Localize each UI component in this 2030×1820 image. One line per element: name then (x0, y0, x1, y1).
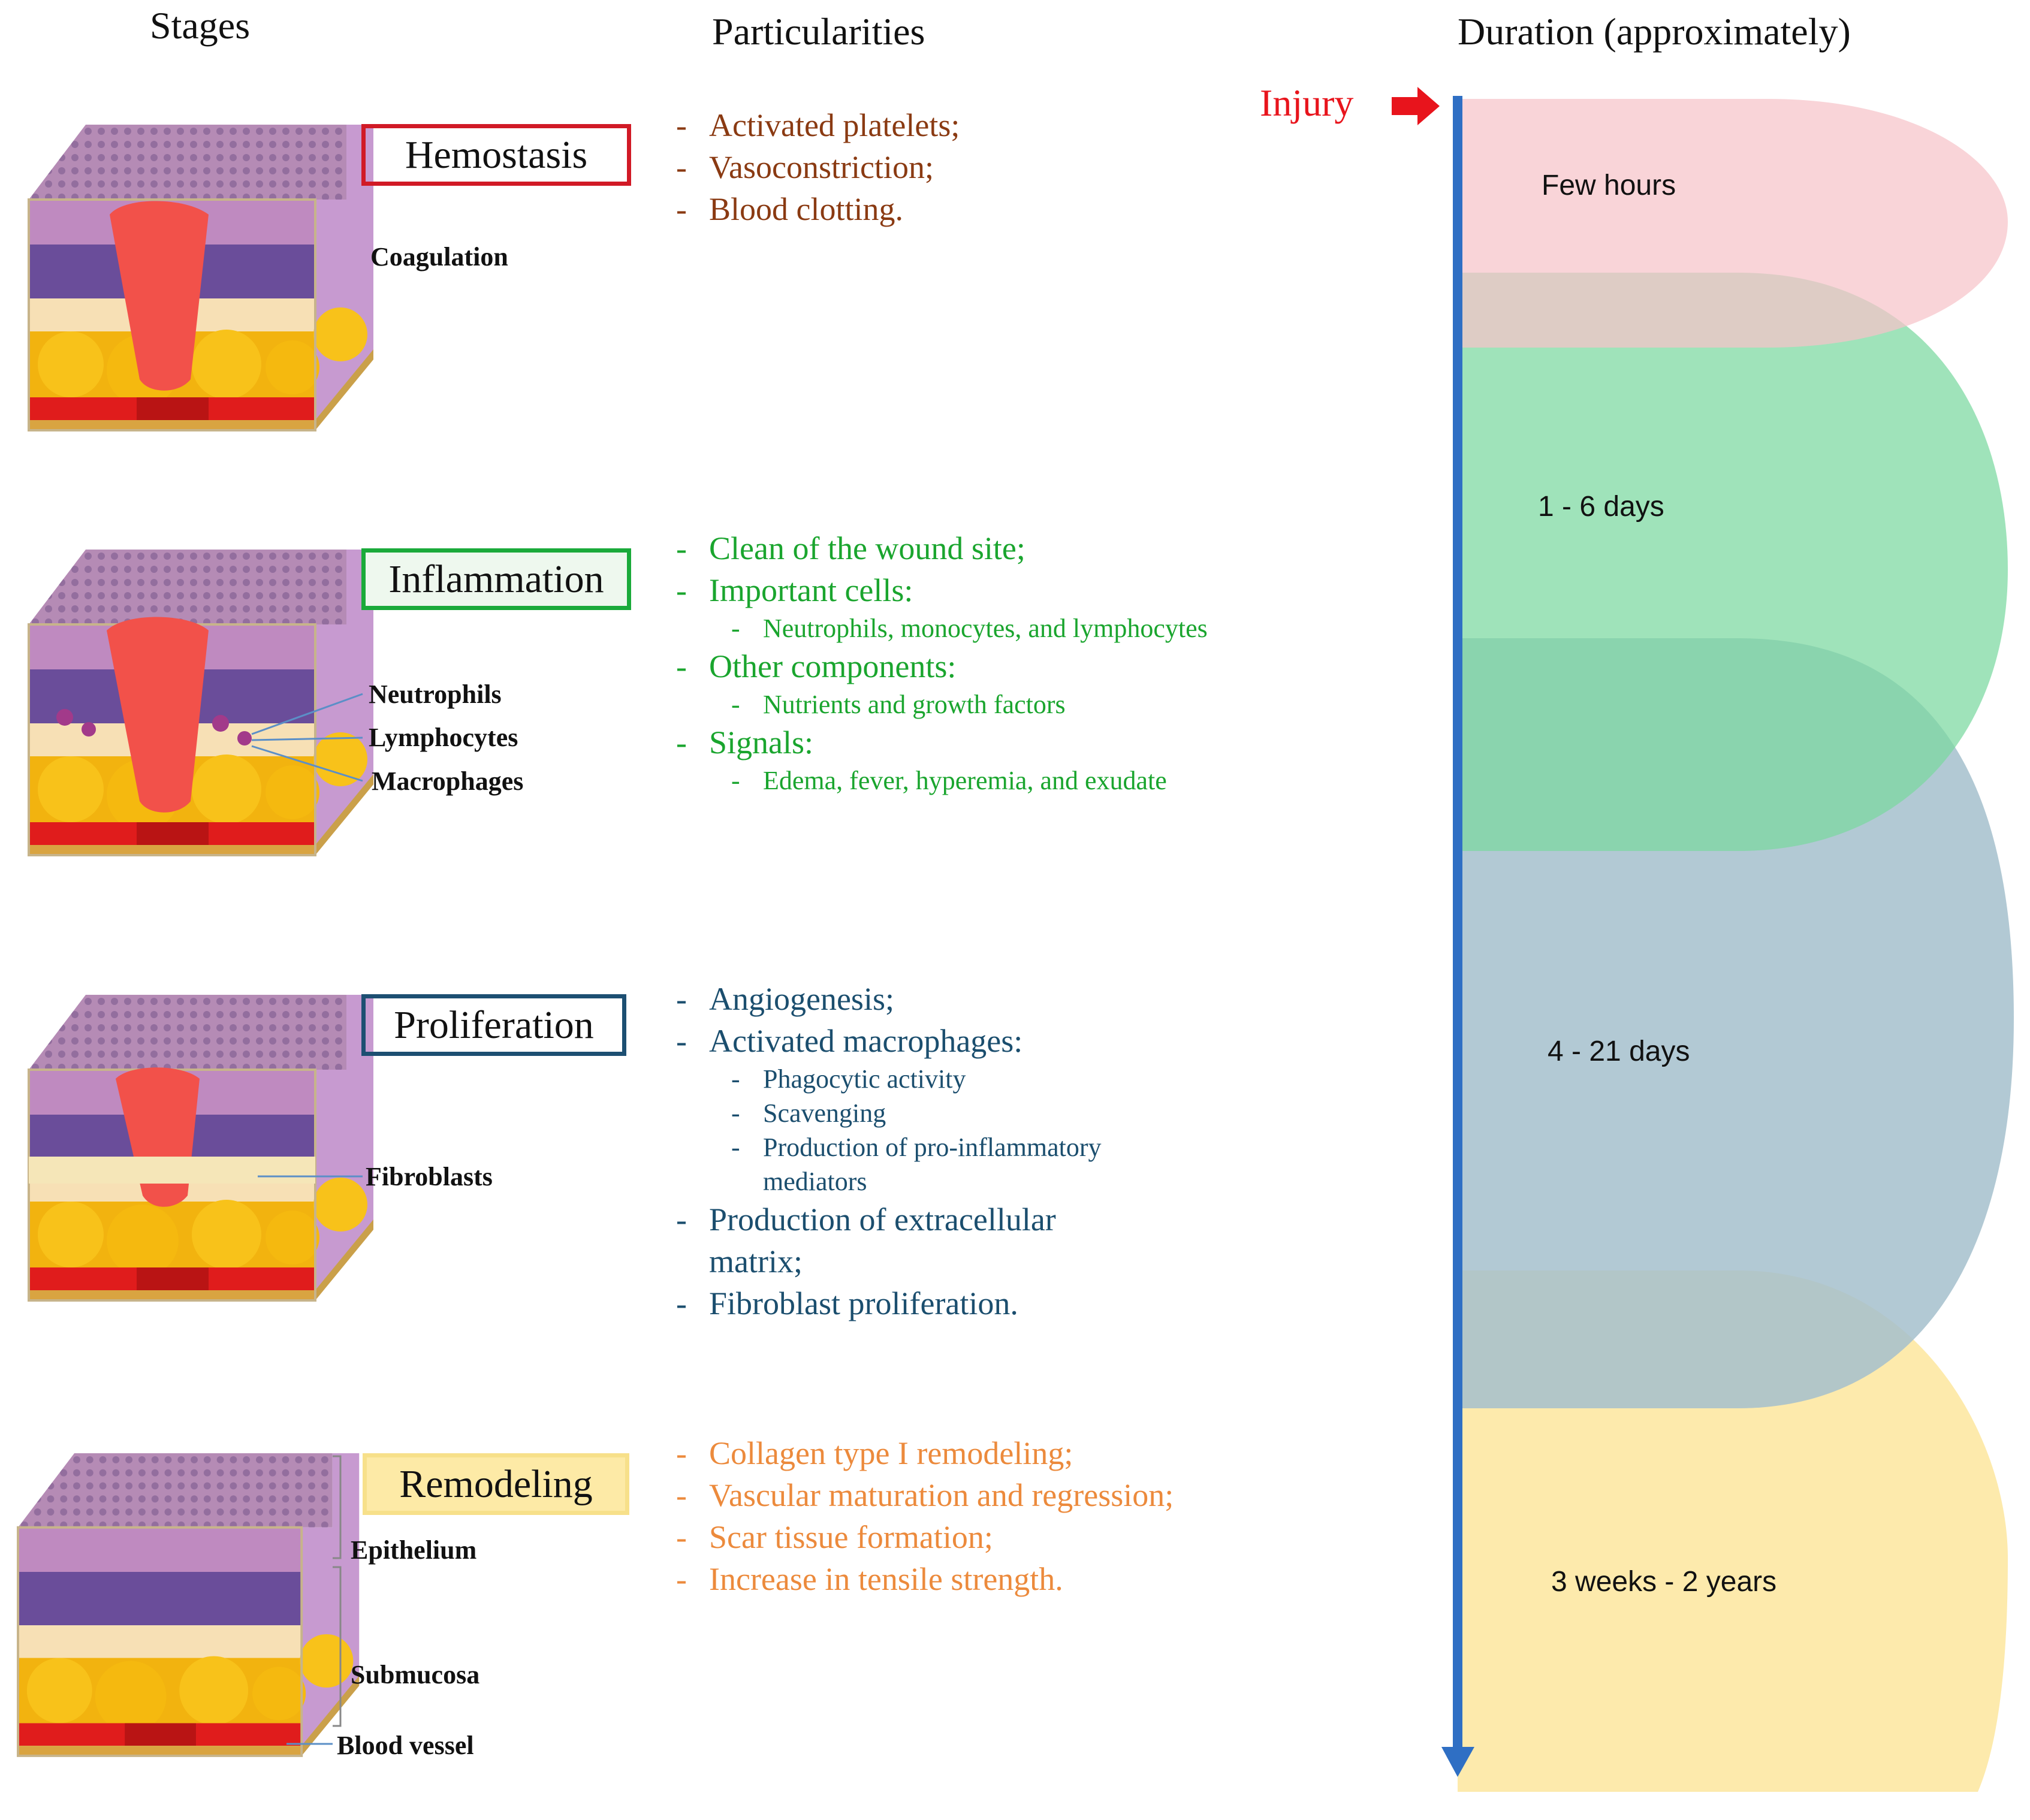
inflammation-particularities: Clean of the wound site; Important cells… (676, 527, 1208, 798)
duration-hemostasis: Few hours (1542, 170, 1676, 201)
stage-title-proliferation: Proliferation (361, 994, 626, 1056)
duration-remodeling: 3 weeks - 2 years (1551, 1566, 1777, 1598)
duration-header: Duration (approximately) (1458, 10, 1851, 53)
list-item: Vascular maturation and regression; (676, 1474, 1174, 1516)
list-item: Signals: (676, 722, 1208, 763)
list-item: Fibroblast proliferation. (676, 1282, 1102, 1324)
list-item: Activated platelets; (676, 104, 960, 146)
list-item: Increase in tensile strength. (676, 1558, 1174, 1600)
label-submucosa: Submucosa (351, 1660, 480, 1689)
list-item: Production of extracellular (676, 1199, 1102, 1241)
duration-inflammation: 1 - 6 days (1538, 491, 1664, 523)
particularities-header: Particularities (712, 10, 925, 53)
list-item: Scavenging (676, 1096, 1102, 1130)
label-neutrophils: Neutrophils (369, 680, 502, 709)
list-item: Scar tissue formation; (676, 1516, 1174, 1558)
list-item: Other components: (676, 645, 1208, 687)
list-item: Edema, fever, hyperemia, and exudate (676, 763, 1208, 798)
remodeling-particularities: Collagen type I remodeling; Vascular mat… (676, 1432, 1174, 1600)
hemostasis-particularities: Activated platelets; Vasoconstriction; B… (676, 104, 960, 230)
label-coagulation: Coagulation (370, 242, 508, 271)
list-item: Production of pro-inflammatory (676, 1130, 1102, 1164)
duration-proliferation: 4 - 21 days (1548, 1036, 1690, 1067)
list-item: Nutrients and growth factors (676, 687, 1208, 722)
label-epithelium: Epithelium (351, 1535, 477, 1565)
stage-title-hemostasis: Hemostasis (361, 124, 631, 186)
list-item: Important cells: (676, 569, 1208, 611)
list-item: mediators (763, 1167, 867, 1196)
proliferation-particularities: Angiogenesis; Activated macrophages: Pha… (676, 978, 1102, 1324)
list-item: matrix; (709, 1243, 803, 1279)
list-item: Blood clotting. (676, 188, 960, 230)
stage-title-inflammation: Inflammation (361, 548, 631, 610)
list-item: Collagen type I remodeling; (676, 1432, 1174, 1474)
list-item: Angiogenesis; (676, 978, 1102, 1020)
label-blood-vessel: Blood vessel (337, 1731, 474, 1760)
stage-title-remodeling: Remodeling (363, 1453, 629, 1515)
injury-label: Injury (1260, 82, 1354, 124)
label-macrophages: Macrophages (372, 766, 524, 796)
list-item: Neutrophils, monocytes, and lymphocytes (676, 611, 1208, 645)
list-item: Clean of the wound site; (676, 527, 1208, 569)
label-fibroblasts: Fibroblasts (366, 1162, 493, 1191)
label-lymphocytes: Lymphocytes (369, 723, 518, 752)
list-item: Vasoconstriction; (676, 146, 960, 188)
list-item: Phagocytic activity (676, 1062, 1102, 1096)
stages-header: Stages (150, 4, 251, 47)
list-item: Activated macrophages: (676, 1020, 1102, 1062)
